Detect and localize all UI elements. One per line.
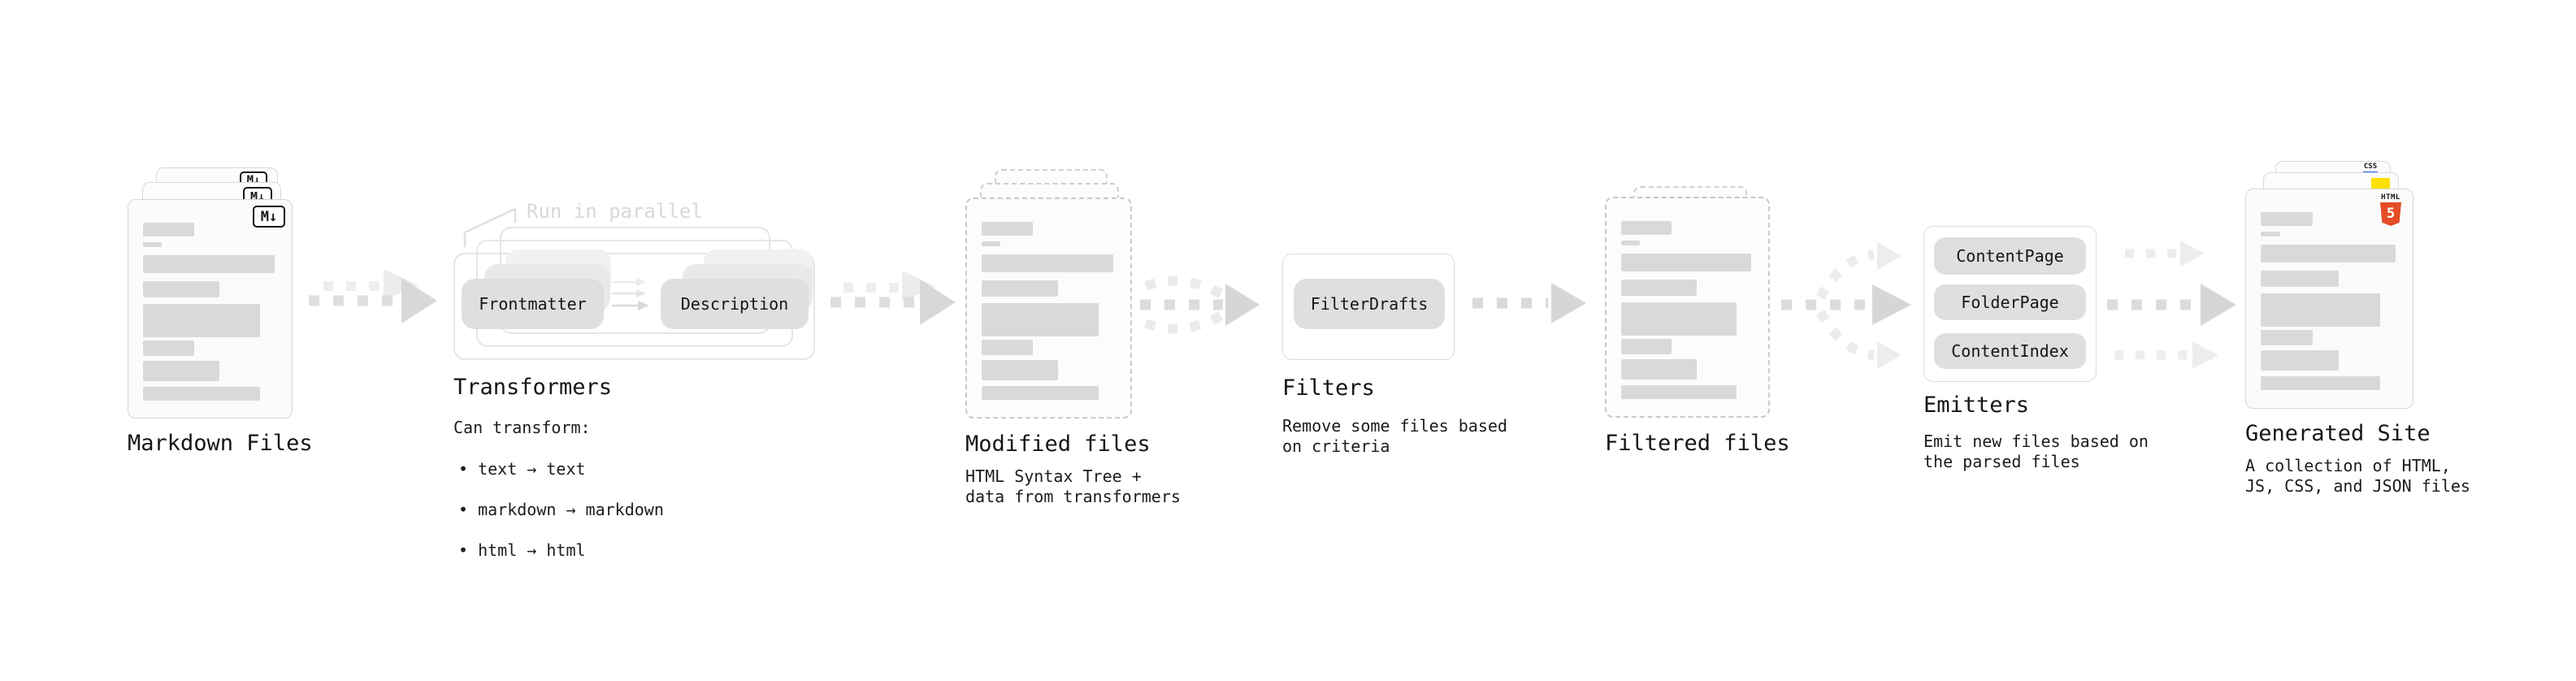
arrow-emitters-to-generated (2107, 241, 2236, 369)
arrow-filters-to-filtered (1472, 283, 1586, 323)
placeholder-bar (982, 303, 1099, 336)
contentindex-node: ContentIndex (1934, 333, 2086, 369)
bullet-item: • markdown → markdown (458, 500, 664, 519)
placeholder-bar (982, 360, 1059, 380)
placeholder-bar (1621, 359, 1697, 380)
placeholder-bar (1621, 241, 1640, 245)
stage-label-generated-site: Generated Site (2245, 421, 2431, 446)
stage-label-modified-files: Modified files (965, 432, 1151, 457)
placeholder-bar (2261, 245, 2396, 262)
placeholder-bar (982, 386, 1099, 400)
transformer-frame-front (453, 253, 815, 360)
html5-badge: HTML 5 (2379, 193, 2403, 226)
placeholder-bar (982, 340, 1033, 355)
markdown-file-card: M↓ (128, 199, 293, 419)
placeholder-bar (1621, 280, 1697, 296)
bullet-item: • text → text (458, 459, 586, 479)
placeholder-bar (143, 361, 220, 381)
placeholder-bar (1621, 254, 1751, 271)
annotation-leader-line (463, 207, 517, 247)
bullet-item: • html → html (458, 540, 586, 560)
placeholder-bar (143, 340, 194, 356)
transformers-description: Can transform: (453, 418, 591, 437)
folderpage-node-label: FolderPage (1961, 293, 2059, 312)
arrow-transformers-to-modified (830, 271, 956, 325)
placeholder-bar (2261, 293, 2381, 327)
placeholder-bar (982, 254, 1113, 272)
emitters-description: Emit new files based on the parsed files (1923, 432, 2149, 471)
placeholder-bar (1621, 302, 1737, 336)
placeholder-bar (143, 255, 275, 273)
js-badge (2371, 178, 2390, 189)
stage-label-transformers: Transformers (453, 375, 613, 400)
placeholder-bar (2261, 376, 2381, 390)
description-node-label: Description (680, 294, 789, 314)
placeholder-bar (1621, 221, 1672, 235)
placeholder-bar (143, 304, 260, 337)
placeholder-bar (982, 222, 1033, 236)
placeholder-bar (2261, 330, 2314, 345)
placeholder-bar (2261, 271, 2340, 287)
arrow-filtered-to-emitters-diverge (1781, 242, 1911, 369)
folderpage-node: FolderPage (1934, 284, 2086, 320)
contentindex-node-label: ContentIndex (1951, 341, 2069, 361)
markdown-badge: M↓ (253, 206, 285, 228)
arrow-frontmatter-to-description (612, 278, 649, 310)
stage-label-markdown-files: Markdown Files (128, 431, 313, 456)
placeholder-bar (2261, 232, 2280, 236)
placeholder-bar (143, 223, 194, 236)
stage-label-filtered-files: Filtered files (1605, 431, 1790, 456)
doc-content-placeholder (143, 223, 277, 401)
frontmatter-node-label: Frontmatter (479, 294, 587, 314)
doc-content-placeholder (1621, 221, 1754, 399)
transformers-bullets: • text → text • markdown → markdown • ht… (458, 439, 664, 581)
placeholder-bar (1621, 339, 1672, 354)
placeholder-bar (143, 281, 220, 297)
description-node: Description (661, 279, 809, 329)
placeholder-bar (2261, 350, 2340, 371)
doc-content-placeholder (982, 222, 1116, 400)
modified-files-description: HTML Syntax Tree + data from transformer… (965, 466, 1181, 506)
generated-file-card-html: HTML 5 (2245, 189, 2413, 409)
filtered-file-card (1605, 197, 1770, 418)
doc-content-placeholder (2261, 212, 2398, 390)
run-in-parallel-annotation: Run in parallel (527, 200, 703, 223)
filterdrafts-node: FilterDrafts (1294, 279, 1445, 329)
arrow-modified-to-filters-converge (1140, 275, 1260, 334)
placeholder-bar (1621, 385, 1737, 399)
contentpage-node: ContentPage (1934, 237, 2086, 275)
stage-label-emitters: Emitters (1923, 393, 2030, 418)
placeholder-bar (2261, 212, 2314, 226)
filters-description: Remove some files based on criteria (1282, 416, 1507, 456)
modified-file-card (965, 197, 1132, 419)
arrow-markdown-to-transformers (309, 269, 437, 323)
placeholder-bar (982, 241, 1001, 246)
stage-label-filters: Filters (1282, 375, 1375, 401)
html5-shield-icon: 5 (2380, 202, 2401, 226)
filterdrafts-node-label: FilterDrafts (1310, 294, 1429, 314)
placeholder-bar (982, 280, 1059, 297)
contentpage-node-label: ContentPage (1956, 246, 2064, 266)
frontmatter-node: Frontmatter (462, 279, 604, 329)
generated-site-description: A collection of HTML, JS, CSS, and JSON … (2245, 456, 2470, 496)
placeholder-bar (143, 242, 163, 247)
placeholder-bar (143, 387, 260, 401)
